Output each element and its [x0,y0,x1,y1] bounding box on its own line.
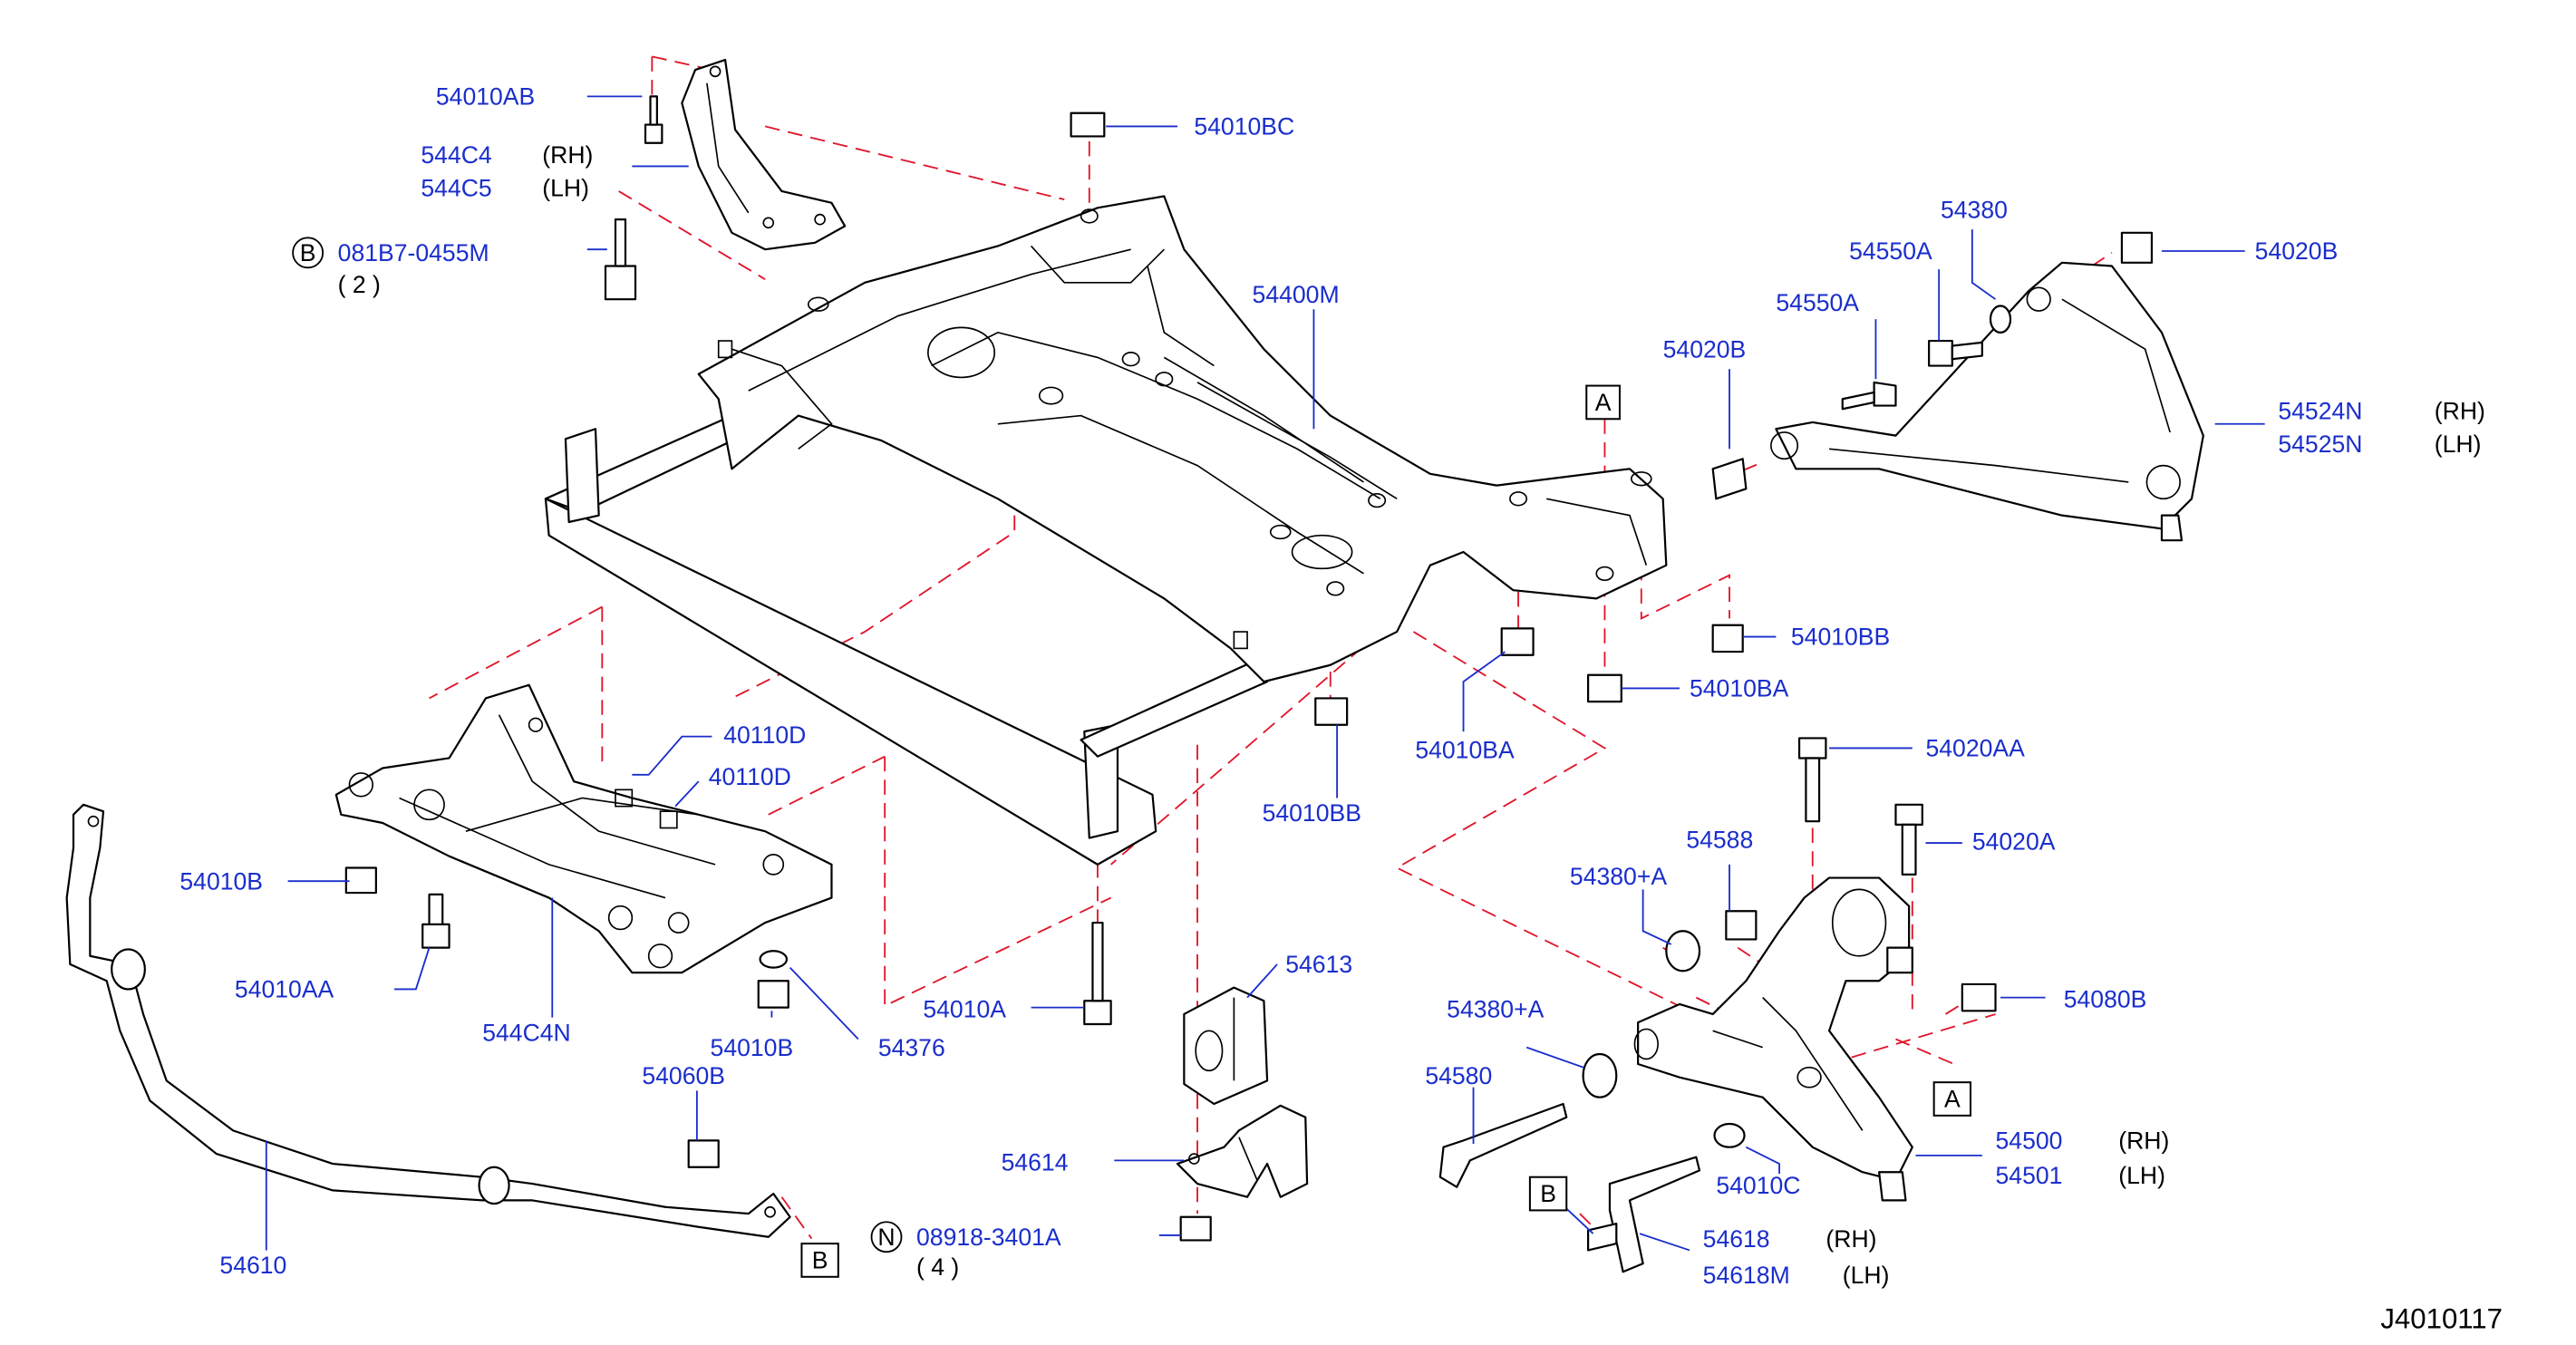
callout-part-number: 54060B [642,1062,725,1089]
bracket-544c4 [681,58,847,251]
badge-circle [870,1221,903,1253]
callout-part-number: 54080B [2064,986,2147,1013]
callout-quantity: ( 4 ) [916,1253,959,1281]
ref-label: A [1595,389,1612,416]
callout-part-number: 54010C [1716,1172,1800,1199]
reference-box-b-stabilizer: B [800,1243,839,1278]
clamp-54614 [1176,1104,1309,1242]
leader-lines [265,95,2265,1252]
badge-circle [292,237,324,269]
callout-part-number: 54010BA [1690,675,1789,702]
callout-part-number: 54618 [1703,1225,1770,1253]
callout-part-number: 54500 [1996,1127,2063,1155]
upper-link-54524n [1711,231,2204,542]
callout-part-number: 54610 [219,1252,286,1279]
callout-side: (RH) [1825,1225,1876,1253]
callout-part-number: 54010B [711,1034,794,1061]
callout-part-number: 544C4 [421,141,491,169]
callout-badge: N [877,1224,895,1251]
callout-part-number: 54380 [1941,196,2008,223]
callout-part-number: 54010AA [235,976,334,1003]
callout-part-number: 54550A [1776,289,1859,316]
diagram-code: J4010117 [2380,1303,2503,1335]
callout-part-number: 54400M [1253,281,1340,308]
callout-part-number: 54525N [2278,431,2362,458]
callout-part-number: 40110D [709,763,791,790]
callout-part-number: 08918-3401A [916,1224,1061,1251]
fasteners-right-lower [1438,737,1997,1273]
callout-side: (RH) [542,141,593,169]
callout-part-number: 54020B [1663,335,1747,363]
ref-label: B [1540,1180,1556,1207]
bushing-54613 [1183,986,1269,1106]
callout-part-number: 54618M [1703,1262,1790,1289]
callout-labels: 54010AB 544C4 (RH) 544C5 (LH) B 081B7-04… [179,83,2484,1290]
callout-side: (LH) [2435,431,2482,458]
callout-side: (LH) [542,174,589,201]
callout-part-number: 54380+A [1447,996,1544,1023]
callout-part-number: 544C4N [482,1019,571,1046]
callout-part-number: 54010BA [1415,736,1515,763]
callout-quantity: ( 2 ) [338,271,381,298]
callout-part-number: 54010A [923,996,1006,1023]
reference-box-a-bottom: A [1932,1081,1972,1117]
ref-label: B [812,1247,828,1274]
callout-part-number: 54588 [1686,827,1753,854]
callout-side: (RH) [2435,397,2485,424]
callout-part-number: 54501 [1996,1162,2063,1189]
callout-part-number: 40110D [723,721,806,749]
callout-part-number: 081B7-0455M [338,239,489,266]
reference-box-b-link: B [1528,1176,1568,1212]
callout-part-number: 54020A [1972,827,2056,855]
callout-part-number: 54020B [2255,237,2339,265]
callout-side: (RH) [2118,1127,2169,1155]
fasteners-lower-left [344,866,1112,1168]
callout-part-number: 54010BC [1194,113,1294,140]
callout-part-number: 544C5 [421,174,491,201]
fasteners-top [604,95,1106,301]
callout-part-number: 54020AA [1925,735,2025,762]
callout-part-number: 54524N [2278,397,2362,424]
callout-badge: B [300,239,316,266]
reference-box-a-top: A [1585,384,1621,421]
nuts-right [1314,624,1744,726]
callout-part-number: 54010BB [1263,799,1361,827]
callout-part-number: 54613 [1285,951,1352,978]
lower-arm-54500 [1633,876,1913,1202]
callout-part-number: 54580 [1425,1062,1492,1089]
callout-part-number: 54010AB [436,83,535,111]
callout-side: (LH) [2118,1162,2165,1189]
callout-part-number: 54380+A [1570,863,1667,890]
stabilizer-bar-54610 [65,803,791,1238]
callout-side: (LH) [1843,1262,1890,1289]
callout-part-number: 54376 [878,1034,945,1061]
subframe-54400m [544,195,1668,866]
callout-part-number: 54550A [1849,237,1932,265]
callout-part-number: 54010BB [1791,624,1890,651]
callout-part-number: 54010B [179,867,263,895]
lower-member-544c4n [334,683,833,974]
ref-label: A [1944,1086,1961,1113]
callout-part-number: 54614 [1002,1148,1069,1176]
